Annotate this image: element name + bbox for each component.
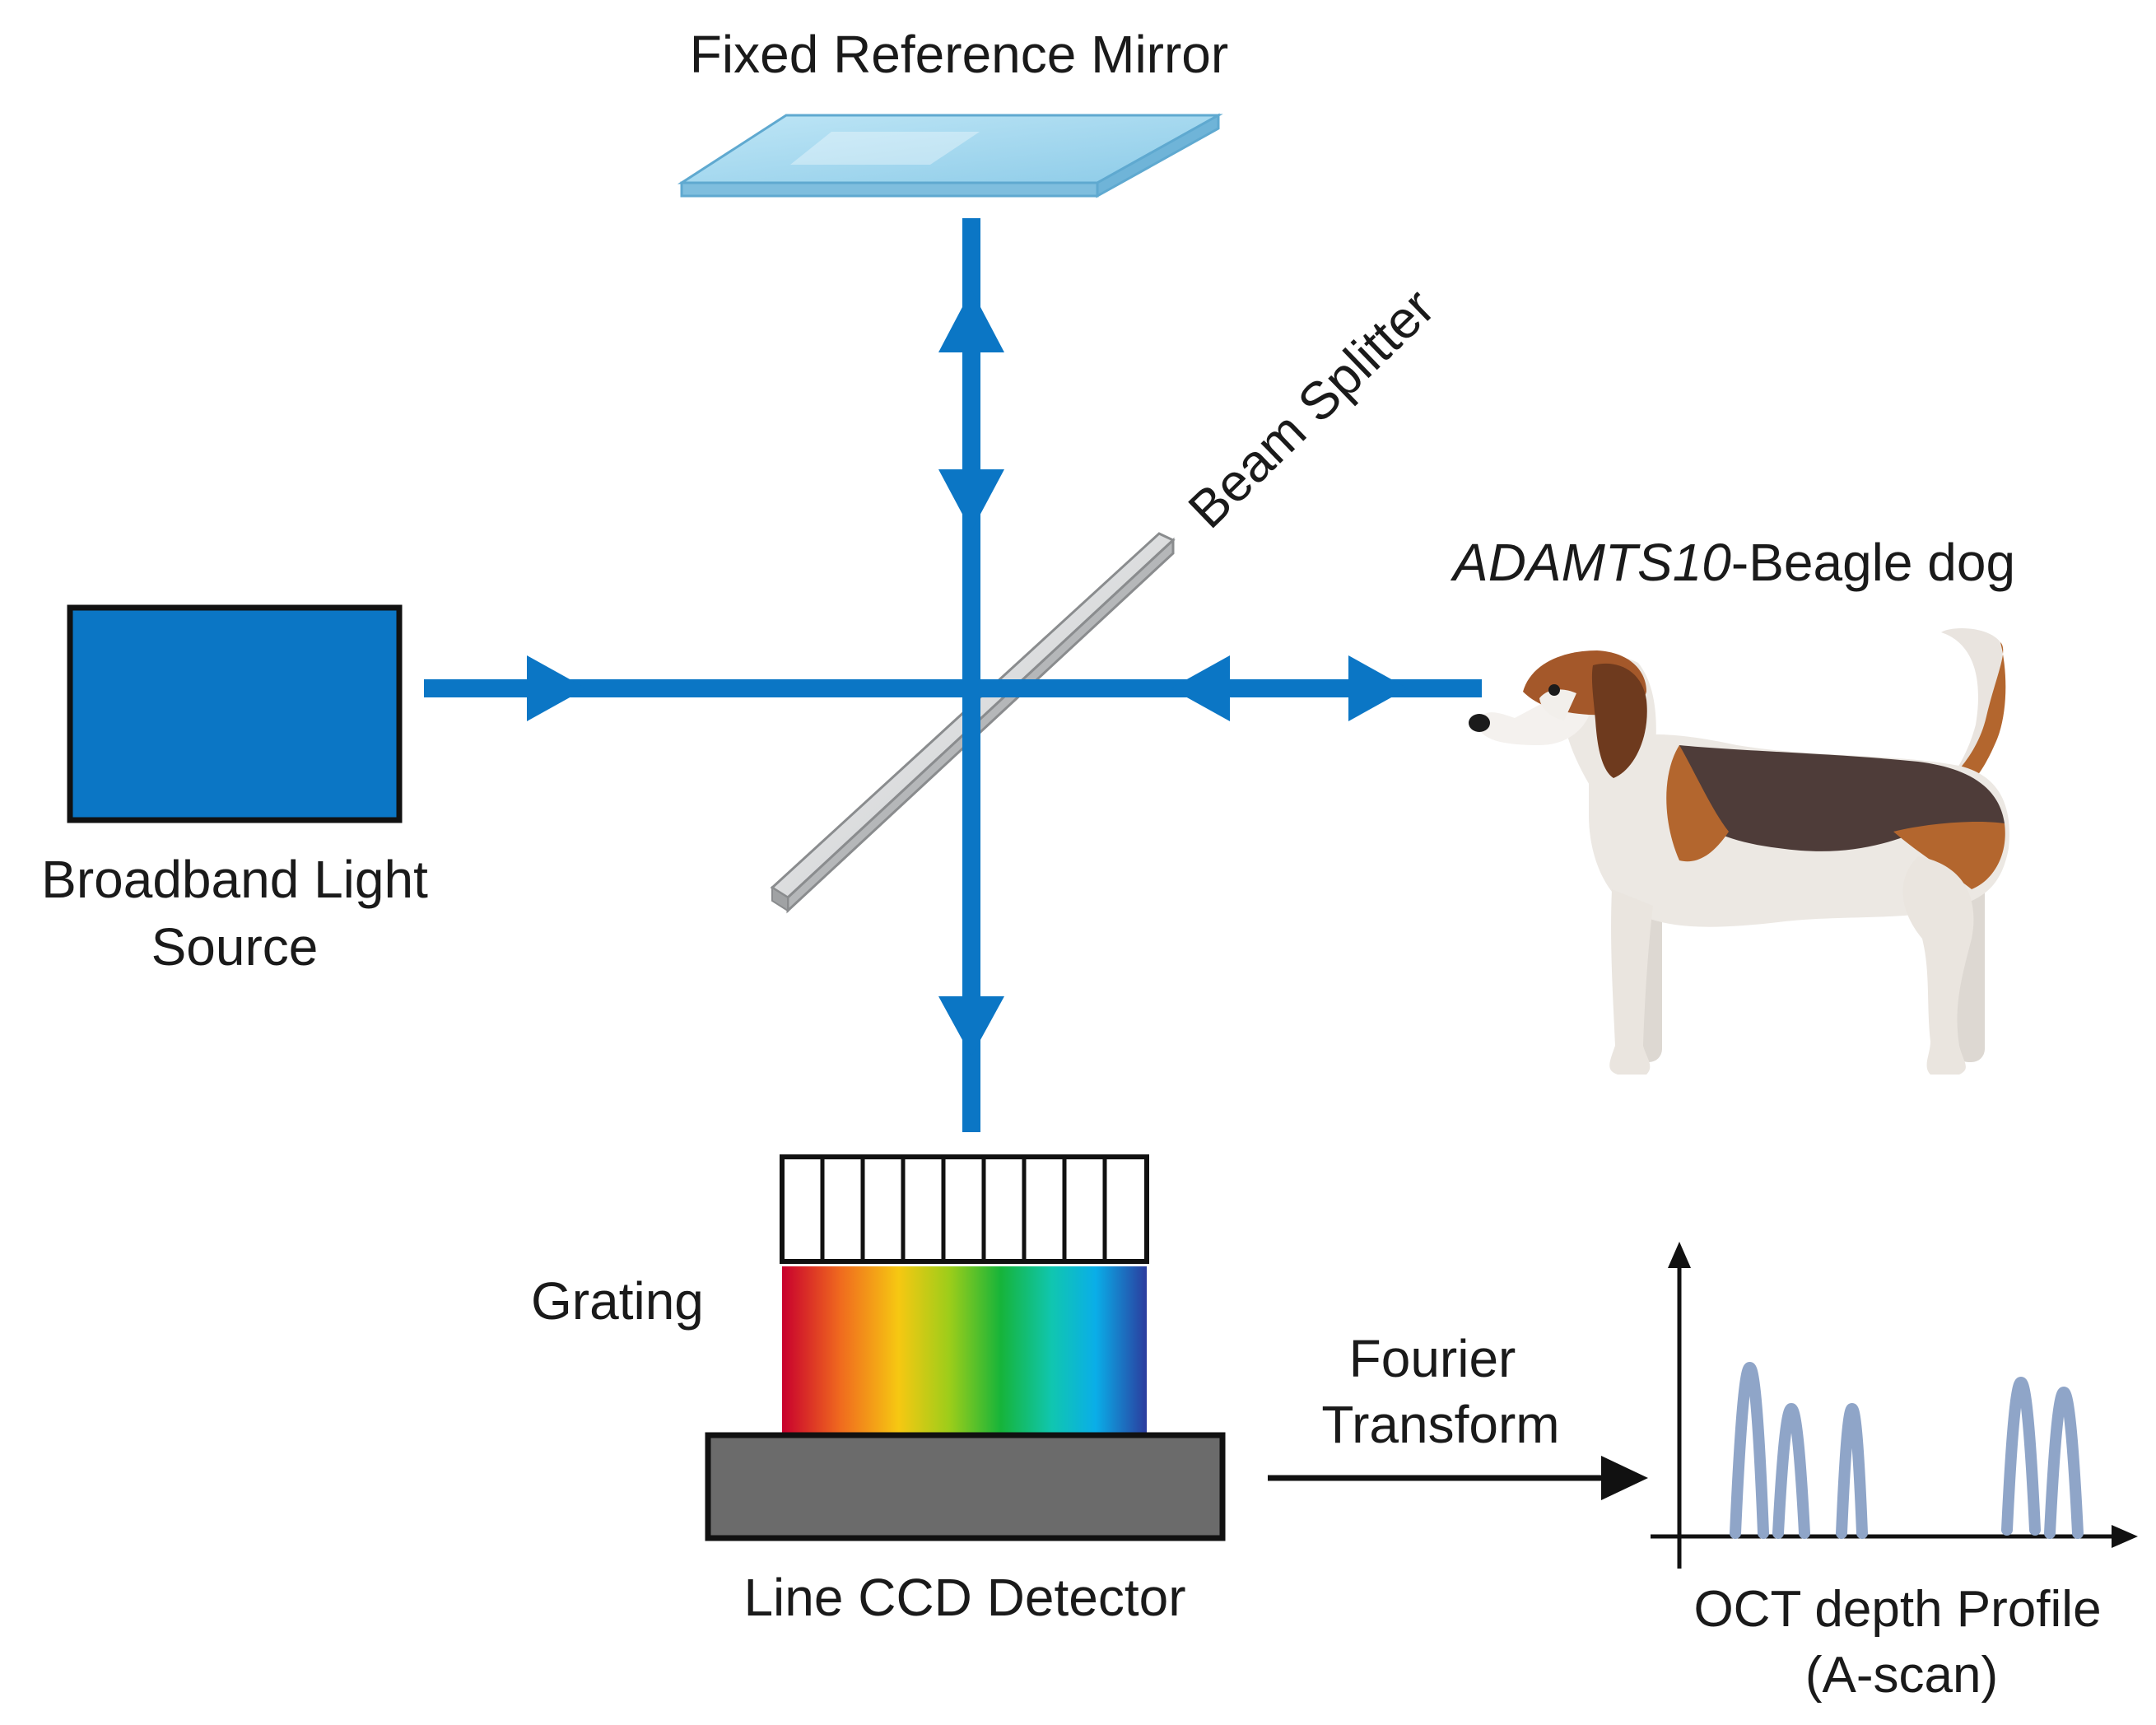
light-source-label-line1: Broadband Light bbox=[41, 850, 428, 909]
arrow-up-to-mirror bbox=[938, 290, 1004, 352]
arrow-down-to-grating bbox=[938, 996, 1004, 1056]
light-source-icon bbox=[67, 604, 403, 823]
fixed-reference-mirror-label: Fixed Reference Mirror bbox=[690, 25, 1228, 84]
ascan-peak bbox=[2044, 1387, 2084, 1539]
arrow-right-to-sample bbox=[1348, 655, 1408, 721]
ascan-axes bbox=[1651, 1242, 2138, 1569]
optical-beams bbox=[424, 218, 1482, 1132]
beagle-dog-icon bbox=[1469, 628, 2009, 1075]
detector-label: Line CCD Detector bbox=[743, 1568, 1185, 1627]
ccd-detector-icon bbox=[705, 1432, 1226, 1541]
dog-label: ADAMTS10-Beagle dog bbox=[1450, 533, 2015, 592]
grating-icon bbox=[780, 1154, 1149, 1264]
ascan-peak bbox=[2001, 1377, 2041, 1536]
ascan-peak bbox=[1730, 1362, 1769, 1539]
fourier-label-line2: Transform bbox=[1321, 1395, 1559, 1454]
beam-splitter-label: Beam Splitter bbox=[1177, 277, 1446, 539]
profile-label-line2: (A-scan) bbox=[1805, 1647, 1998, 1704]
arrow-right-from-source bbox=[527, 655, 586, 721]
ascan-peak bbox=[1772, 1403, 1810, 1539]
arrow-left-from-sample bbox=[1171, 655, 1230, 721]
ascan-peaks bbox=[1730, 1362, 2084, 1539]
profile-label-line1: OCT depth Profile bbox=[1693, 1581, 2101, 1638]
spectrum-icon bbox=[782, 1266, 1147, 1435]
arrow-down-from-mirror bbox=[938, 469, 1004, 531]
light-source-label-line2: Source bbox=[151, 917, 319, 977]
ascan-peak bbox=[1836, 1403, 1868, 1539]
fourier-arrow bbox=[1268, 1456, 1648, 1500]
fourier-label-line1: Fourier bbox=[1349, 1329, 1516, 1388]
grating-label: Grating bbox=[531, 1271, 704, 1331]
dog-gene-label: ADAMTS10 bbox=[1450, 533, 1731, 592]
dog-rest-label: -Beagle dog bbox=[1731, 533, 2015, 592]
mirror-icon bbox=[677, 113, 1223, 198]
